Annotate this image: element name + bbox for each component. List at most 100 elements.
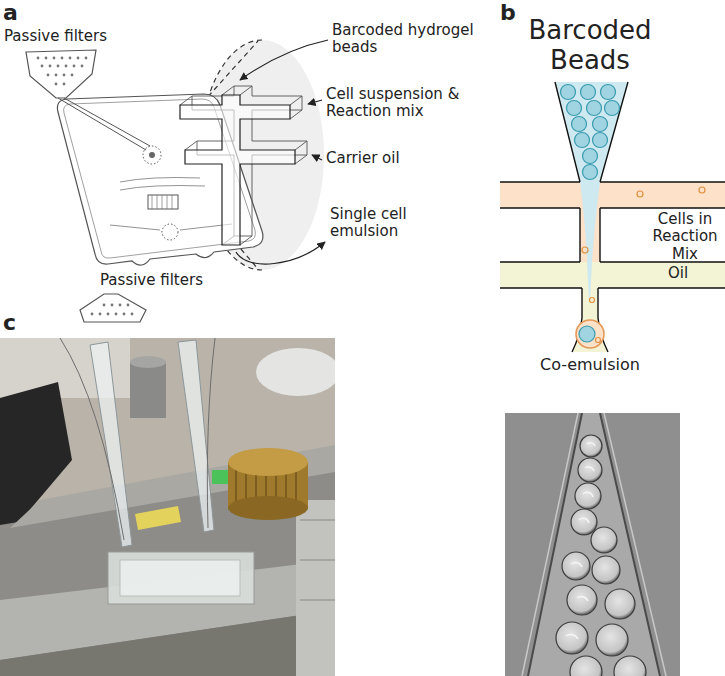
barcoded-bead bbox=[583, 165, 598, 180]
micrograph bbox=[522, 413, 666, 676]
passive-filter bbox=[73, 65, 76, 68]
passive-filter bbox=[80, 294, 146, 322]
cross-junction bbox=[180, 86, 307, 245]
passive-filter bbox=[71, 74, 74, 77]
output-label: Co-emulsion bbox=[520, 356, 660, 374]
micrograph bbox=[528, 413, 660, 676]
leader-arrow bbox=[308, 100, 322, 104]
leader-arrow bbox=[312, 155, 322, 160]
micrograph bbox=[577, 596, 588, 601]
part-label: Barcoded hydrogel beads bbox=[332, 22, 497, 57]
passive-filter bbox=[26, 50, 96, 98]
passive-filter bbox=[91, 313, 94, 316]
setup-photo bbox=[296, 500, 335, 676]
micrograph bbox=[505, 413, 680, 676]
flow-channel bbox=[555, 82, 628, 182]
flow-channel bbox=[580, 182, 600, 300]
setup-photo bbox=[0, 338, 335, 676]
microfluidic-chip bbox=[152, 195, 172, 209]
micrograph bbox=[614, 656, 646, 676]
setup-photo bbox=[130, 356, 166, 368]
setup-photo bbox=[228, 448, 308, 476]
passive-filter bbox=[37, 57, 40, 60]
passive-filter bbox=[63, 83, 66, 86]
setup-photo bbox=[212, 470, 228, 484]
passive-filter bbox=[103, 304, 106, 307]
barcoded-bead bbox=[587, 101, 602, 116]
passive-filter bbox=[55, 74, 58, 77]
part-label: Passive filters bbox=[4, 28, 154, 45]
panel-letter: c bbox=[3, 310, 33, 335]
leader-arrow bbox=[236, 242, 325, 264]
passive-filter bbox=[119, 304, 122, 307]
passive-filter bbox=[115, 313, 118, 316]
passive-filter bbox=[37, 57, 88, 86]
cross-junction bbox=[180, 95, 295, 245]
part-label: Carrier oil bbox=[326, 150, 476, 167]
micrograph bbox=[528, 413, 660, 676]
passive-filter bbox=[81, 65, 84, 68]
setup-photo bbox=[300, 520, 335, 600]
barcoded-bead bbox=[581, 85, 596, 100]
flow-channel bbox=[572, 288, 608, 352]
passive-filter bbox=[131, 313, 134, 316]
passive-filter bbox=[57, 65, 60, 68]
passive-filter bbox=[26, 50, 150, 150]
leader-arrow bbox=[240, 40, 328, 80]
cell bbox=[699, 187, 705, 193]
passive-filter bbox=[49, 65, 52, 68]
passive-filter bbox=[80, 294, 146, 322]
cell bbox=[590, 298, 595, 303]
setup-photo bbox=[90, 342, 132, 547]
panel-letter: b bbox=[500, 0, 530, 25]
setup-photo bbox=[228, 496, 308, 520]
micrograph bbox=[580, 435, 602, 457]
micrograph bbox=[592, 556, 620, 584]
passive-filter bbox=[45, 57, 48, 60]
micrograph bbox=[562, 552, 590, 580]
passive-filter bbox=[53, 57, 56, 60]
barcoded-bead bbox=[561, 85, 620, 180]
co-emulsion-droplet bbox=[576, 320, 604, 348]
micrograph bbox=[566, 634, 578, 639]
setup-photo bbox=[256, 348, 335, 396]
passive-filter bbox=[123, 313, 126, 316]
passive-filter bbox=[65, 65, 68, 68]
passive-filter bbox=[77, 57, 80, 60]
flow-channel bbox=[500, 182, 725, 208]
setup-photo bbox=[108, 552, 254, 604]
passive-filter bbox=[107, 313, 110, 316]
setup-photo bbox=[0, 610, 335, 676]
cell bbox=[596, 338, 601, 343]
passive-filter bbox=[47, 74, 50, 77]
setup-photo bbox=[130, 362, 166, 418]
panel-title: Barcoded Beads bbox=[510, 16, 670, 76]
micrograph bbox=[567, 585, 597, 615]
passive-filter bbox=[58, 98, 150, 150]
cell bbox=[582, 247, 588, 253]
passive-filter bbox=[91, 304, 134, 316]
co-emulsion-droplet bbox=[576, 320, 604, 348]
cross-junction bbox=[180, 86, 307, 245]
part-label: Passive filters bbox=[100, 272, 250, 289]
flow-channel bbox=[500, 262, 725, 288]
leader-arrow bbox=[236, 40, 328, 264]
part-label: Cell suspension & Reaction mix bbox=[326, 86, 491, 121]
setup-photo bbox=[135, 506, 181, 530]
passive-filter bbox=[85, 57, 88, 60]
setup-photo bbox=[120, 560, 240, 596]
barcoded-bead bbox=[575, 133, 590, 148]
barcoded-bead bbox=[605, 101, 620, 116]
barcoded-bead bbox=[583, 149, 598, 164]
micrograph bbox=[571, 509, 597, 535]
microfluidic-chip bbox=[143, 146, 161, 164]
cell bbox=[637, 191, 643, 197]
passive-filter bbox=[61, 57, 64, 60]
micrograph bbox=[556, 435, 646, 676]
micrograph bbox=[579, 518, 589, 523]
micrograph bbox=[566, 443, 595, 639]
passive-filter bbox=[99, 313, 102, 316]
micrograph bbox=[605, 589, 635, 619]
micrograph bbox=[556, 622, 588, 654]
passive-filter bbox=[111, 304, 114, 307]
